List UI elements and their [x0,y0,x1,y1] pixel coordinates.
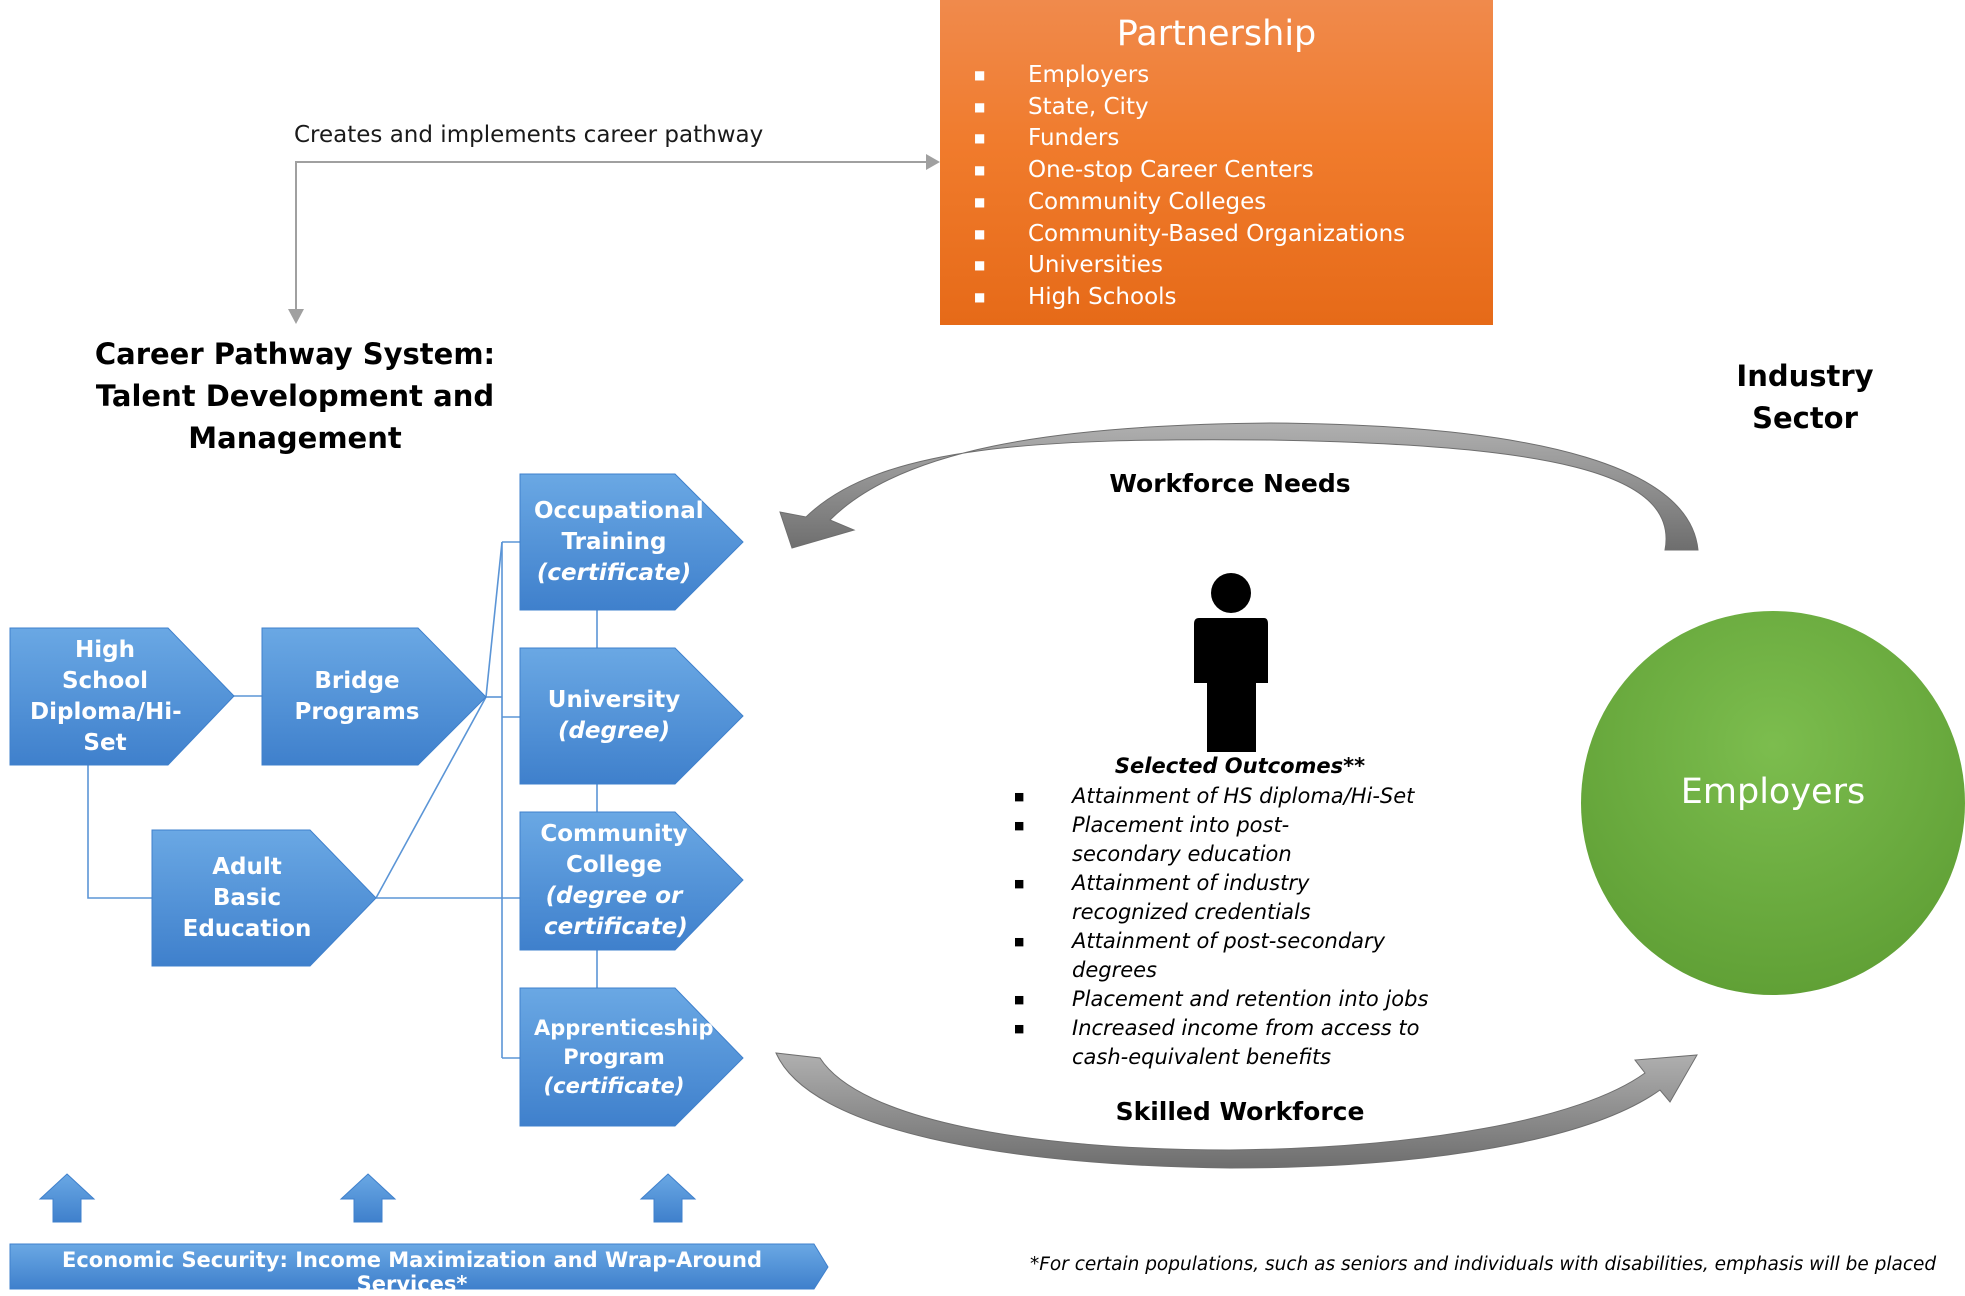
square-bullet-icon: ■ [974,131,986,146]
square-bullet-icon: ■ [974,289,986,304]
selected-outcomes: Selected Outcomes** ■ Attainment of HS di… [1010,754,1480,1072]
adult-basic-education-label: Adult Basic Education [152,830,342,966]
economic-security-banner [9,1243,829,1290]
bridge-programs-box [261,627,487,766]
occupational-training-box [519,473,744,611]
list-item: ■ Increased income from access to cash-eq… [1010,1014,1480,1072]
outcome-item: Placement into post-secondary education [1072,813,1292,866]
footnote: *For certain populations, such as senior… [1030,1254,1937,1275]
person-icon [1194,573,1268,752]
square-bullet-icon: ■ [1014,935,1025,948]
square-bullet-icon: ■ [974,99,986,114]
square-bullet-icon: ■ [1014,993,1025,1006]
high-school-label: High School Diploma/Hi-Set [10,628,200,765]
outcome-item: Placement and retention into jobs [1072,987,1429,1011]
high-school-box [9,627,235,766]
community-college-sub: (degree or certificate) [544,883,688,940]
outcomes-title: Selected Outcomes** [1114,754,1366,778]
up-arrow-icon [38,1173,96,1223]
occupational-training-sub: (certificate) [536,559,692,586]
apprenticeship-sub: (certificate) [543,1073,685,1098]
square-bullet-icon: ■ [1014,1022,1025,1035]
list-item: ■ Community-Based Organizations [960,219,1493,251]
partnership-item: Community Colleges [1028,188,1267,215]
pathway-connectors [87,541,598,1059]
list-item: ■ Universities [960,250,1493,282]
employers-label: Employers [1680,772,1866,812]
outcomes-list: ■ Attainment of HS diploma/Hi-Set ■ Placem… [1010,782,1480,1072]
apprenticeship-title: Apprenticeship Program [534,1015,714,1069]
skilled-workforce-arrow [775,1052,1698,1169]
square-bullet-icon: ■ [1014,877,1025,890]
occupational-training-title: Occupational Training [534,497,704,555]
skilled-workforce-label: Skilled Workforce [1115,1097,1365,1126]
list-item: ■ Placement and retention into jobs [1010,985,1480,1014]
outcome-item: Attainment of industry recognized creden… [1072,871,1311,924]
list-item: ■ High Schools [960,282,1493,314]
up-arrow-icon [339,1173,397,1223]
list-item: ■ One-stop Career Centers [960,155,1493,187]
list-item: ■ Attainment of post-secondary degrees [1010,927,1480,985]
list-item: ■ State, City [960,92,1493,124]
partnership-item: Funders [1028,125,1120,152]
partnership-connector [288,154,940,324]
square-bullet-icon: ■ [974,163,986,178]
industry-sector-label: Industry Sector [1736,359,1874,435]
outcome-item: Attainment of HS diploma/Hi-Set [1072,784,1415,808]
list-item: ■ Funders [960,123,1493,155]
community-college-box [519,811,744,951]
adult-basic-education-text: Adult Basic Education [182,853,312,942]
pathway-label: Creates and implements career pathway [294,122,764,148]
up-arrow-icon [639,1173,697,1223]
list-item: ■ Community Colleges [960,187,1493,219]
partnership-item: One-stop Career Centers [1028,157,1314,184]
partnership-list: ■ Employers ■ State, City ■ Funders ■ One-st… [940,60,1493,314]
square-bullet-icon: ■ [1014,819,1025,832]
partnership-item: Universities [1028,252,1163,279]
workforce-needs-label: Workforce Needs [1109,469,1351,498]
university-sub: (degree) [557,718,671,744]
list-item: ■ Attainment of industry recognized crede… [1010,869,1480,927]
community-college-label: Community College (degree or certificate… [520,812,708,950]
university-title: University [547,687,681,713]
adult-basic-education-box [151,829,377,967]
community-college-title: Community College [540,821,688,878]
partnership-box: Partnership ■ Employers ■ State, City ■ Fun… [940,0,1493,325]
partnership-title: Partnership [1116,14,1317,54]
apprenticeship-box [519,987,744,1127]
list-item: ■ Employers [960,60,1493,92]
square-bullet-icon: ■ [974,226,986,241]
apprenticeship-label: Apprenticeship Program (certificate) [520,988,714,1126]
partnership-item: State, City [1028,93,1149,120]
square-bullet-icon: ■ [974,68,986,82]
up-arrow-icons [38,1173,697,1223]
university-box [519,647,744,785]
outcome-item: Attainment of post-secondary degrees [1072,929,1386,982]
employers-circle [1581,611,1965,995]
economic-security-label: Economic Security: Income Maximization a… [62,1248,762,1296]
list-item: ■ Attainment of HS diploma/Hi-Set [1010,782,1480,811]
list-item: ■ Placement into post-secondary education [1010,811,1480,869]
partnership-item: High Schools [1028,283,1177,310]
partnership-item: Employers [1028,62,1150,88]
square-bullet-icon: ■ [974,258,986,273]
outcome-item: Increased income from access to cash-equ… [1072,1016,1420,1069]
workforce-needs-arrow [779,422,1699,551]
occupational-training-label: Occupational Training (certificate) [520,474,708,610]
career-pathway-system-title: Career Pathway System: Talent Developmen… [94,337,496,455]
square-bullet-icon: ■ [974,194,986,209]
square-bullet-icon: ■ [1014,790,1025,803]
high-school-text: High School Diploma/Hi-Set [30,636,182,756]
university-label: University (degree) [520,648,708,784]
bridge-programs-text: Bridge Programs [294,667,420,725]
bridge-programs-label: Bridge Programs [262,628,452,765]
partnership-item: Community-Based Organizations [1028,220,1406,247]
